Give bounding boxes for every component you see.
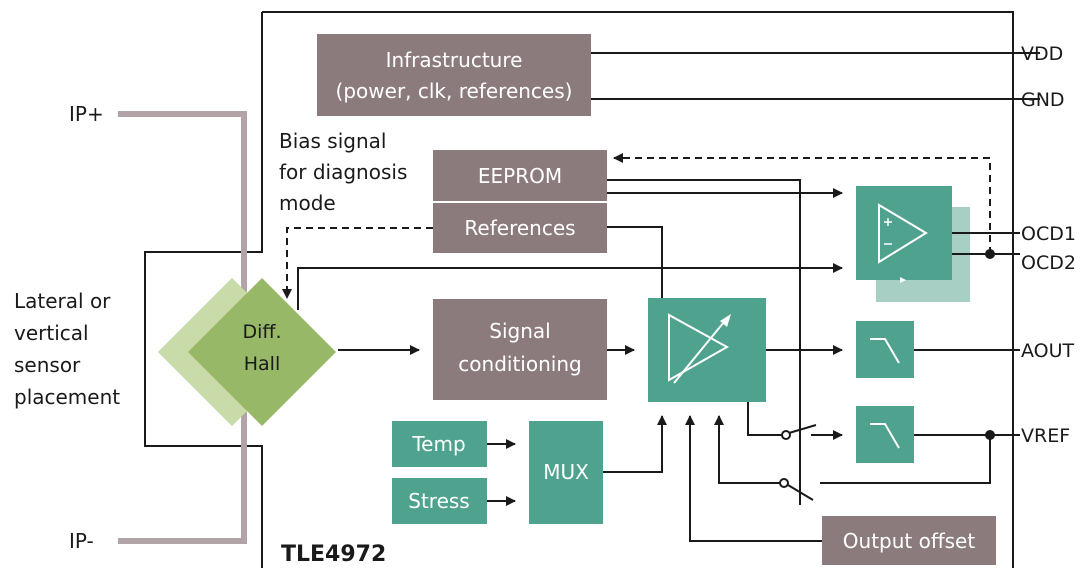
hall-label-1: Diff. <box>242 321 281 343</box>
pin-gnd: GND <box>1021 89 1065 111</box>
aout-filter-block <box>856 321 914 378</box>
placement-label-3: sensor <box>14 353 81 377</box>
output-offset-block <box>822 516 996 565</box>
bias-label-1: Bias signal <box>279 129 386 153</box>
ocd2-junction <box>985 249 995 259</box>
switch2-to-amplifier <box>714 415 780 484</box>
references-to-amplifier <box>607 226 663 298</box>
pin-aout: AOUT <box>1021 340 1075 362</box>
bias-label-3: mode <box>279 191 336 215</box>
switch1-blade <box>788 424 817 434</box>
infrastructure-block <box>317 34 591 116</box>
pin-vdd: VDD <box>1021 43 1063 65</box>
hall-diamond <box>188 278 336 426</box>
amplifier-variable-line <box>673 321 725 384</box>
temp-label: Temp <box>411 432 465 456</box>
stress-label: Stress <box>408 489 469 513</box>
temp-block <box>392 421 487 467</box>
placement-label-2: vertical <box>14 321 89 345</box>
chip-outline <box>144 11 1014 568</box>
pin-ip-plus: IP+ <box>69 102 104 126</box>
mux-block <box>529 421 603 524</box>
hall-label-2: Hall <box>244 353 281 375</box>
references-block <box>433 203 607 253</box>
vref-filter-icon <box>870 423 900 449</box>
aout-filter-icon <box>870 338 900 364</box>
pin-ocd2: OCD2 <box>1021 252 1076 274</box>
signal-conditioning-label-1: Signal <box>489 319 550 343</box>
amplifier-to-switch <box>747 402 782 436</box>
bias-label-2: for diagnosis <box>279 160 407 184</box>
amplifier-icon <box>668 313 730 382</box>
pin-ocd1: OCD1 <box>1021 223 1076 245</box>
pin-ip-minus: IP- <box>69 529 94 553</box>
hall-to-comparator <box>297 263 843 310</box>
opamp-icon <box>878 203 928 264</box>
signal-conditioning-block <box>433 299 607 400</box>
vref-filter-block <box>856 406 914 463</box>
eeprom-to-switch <box>607 179 801 505</box>
references-label: References <box>464 216 575 240</box>
infrastructure-label-1: Infrastructure <box>386 48 523 72</box>
pin-vref: VREF <box>1021 425 1070 447</box>
amplifier-variable-arrow <box>720 314 731 327</box>
diagnosis-feedback-line <box>613 153 991 254</box>
vref-feedback <box>820 435 991 484</box>
comparator-block <box>856 186 952 280</box>
amplifier-block <box>648 298 766 402</box>
switch1-contact <box>781 430 791 440</box>
mux-label: MUX <box>543 460 589 484</box>
opamp-shadow-tip <box>900 277 906 283</box>
offset-to-amplifier <box>685 415 822 542</box>
infrastructure-label-2: (power, clk, references) <box>336 79 573 103</box>
bias-signal-line <box>282 227 433 299</box>
switch2-blade <box>787 484 814 501</box>
chip-name: TLE4972 <box>281 542 386 567</box>
signal-conditioning-label-2: conditioning <box>458 352 581 376</box>
eeprom-block <box>433 150 607 201</box>
output-offset-label: Output offset <box>843 529 976 553</box>
mux-to-amplifier <box>603 415 667 473</box>
placement-label-1: Lateral or <box>14 289 111 313</box>
switch2-contact <box>779 478 789 488</box>
placement-label-4: placement <box>14 385 120 409</box>
eeprom-label: EEPROM <box>478 164 562 188</box>
stress-block <box>392 478 487 524</box>
